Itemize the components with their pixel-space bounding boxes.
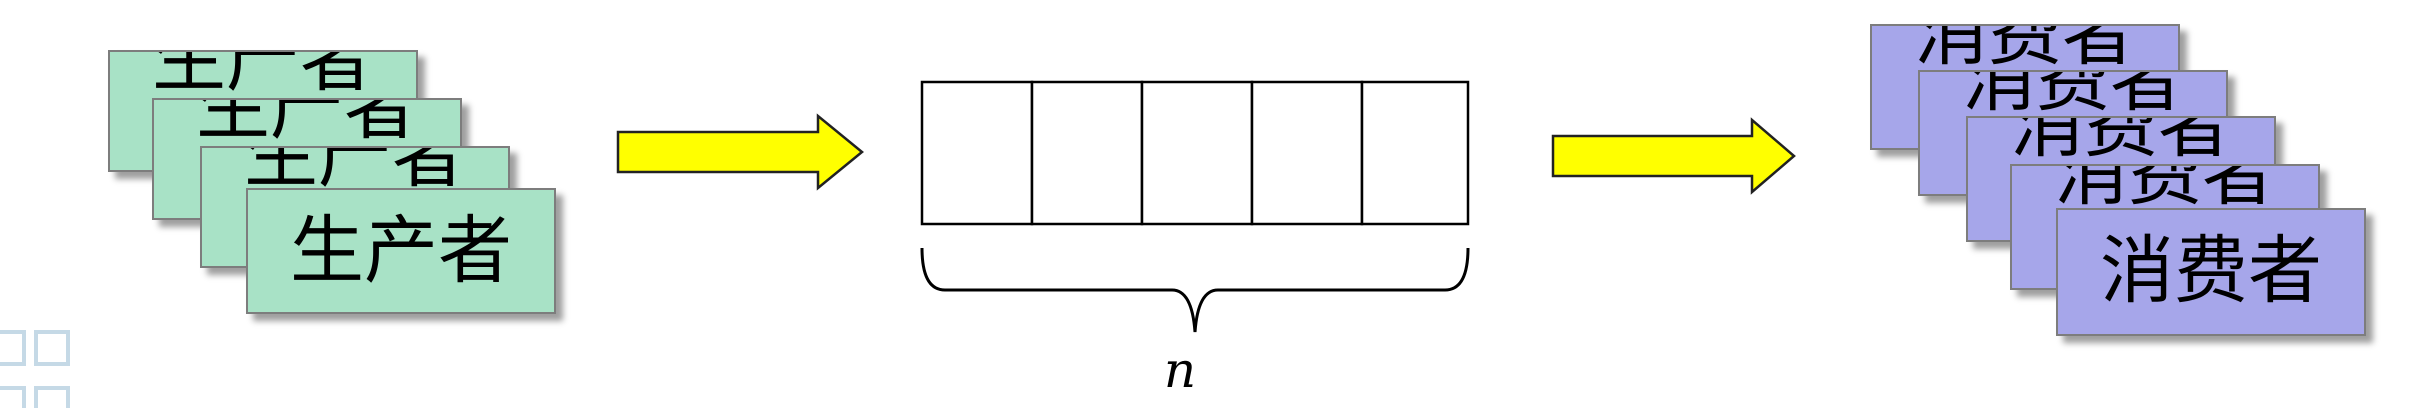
consumer-card-front: 消费者 [2056, 208, 2366, 336]
buffer-size-brace [920, 247, 1470, 333]
buffer-slot [1250, 80, 1364, 226]
buffer-size-label: n [1163, 341, 1197, 399]
buffer-slot [1140, 80, 1254, 226]
producer-card-front: 生产者 [246, 188, 556, 314]
corner-square-icon [0, 330, 70, 408]
buffer-slot [1030, 80, 1144, 226]
buffer-slot [1360, 80, 1470, 226]
buffer-slot [920, 80, 1034, 226]
buffer-queue [920, 80, 1470, 226]
